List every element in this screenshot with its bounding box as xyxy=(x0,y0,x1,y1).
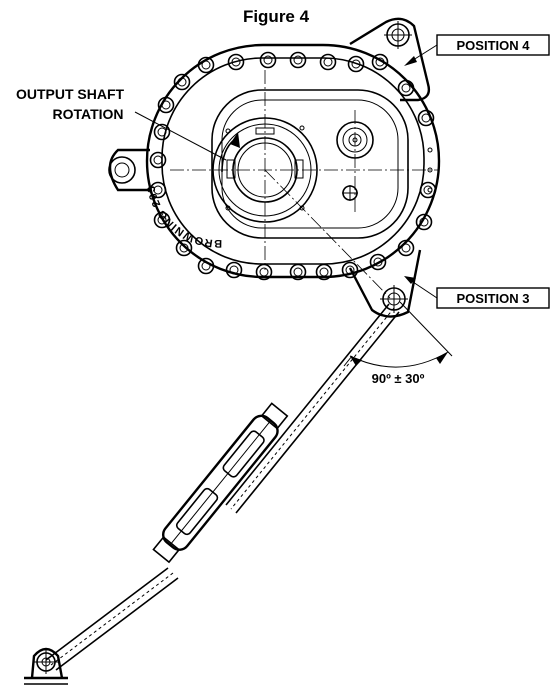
bolt xyxy=(415,213,433,231)
bolt xyxy=(197,56,215,74)
bolt xyxy=(319,53,337,71)
svg-text:BROWNING 203: BROWNING 203 xyxy=(145,184,222,249)
bolt xyxy=(397,79,415,97)
bolt xyxy=(197,257,215,275)
rotation-arrow-icon xyxy=(221,132,240,173)
bolt xyxy=(417,109,435,127)
position-3-label: POSITION 3 xyxy=(457,291,530,306)
bolt xyxy=(149,151,167,169)
position-3-bracket xyxy=(348,249,422,318)
angle-dimension: 90º ± 30º xyxy=(343,301,453,386)
bolt xyxy=(315,263,333,281)
output-shaft-callout: OUTPUT SHAFT ROTATION xyxy=(16,86,227,161)
housing-bolts xyxy=(149,51,437,281)
bolt xyxy=(153,211,171,229)
bolt xyxy=(259,51,277,69)
bolt xyxy=(255,263,273,281)
bolt xyxy=(419,181,437,199)
output-shaft-label-line2: ROTATION xyxy=(52,106,123,122)
bolt xyxy=(341,261,359,279)
bolt xyxy=(289,51,307,69)
bolt xyxy=(289,263,307,281)
figure-title: Figure 4 xyxy=(243,7,310,26)
bolt xyxy=(157,96,175,114)
position-3-callout: POSITION 3 xyxy=(404,276,550,309)
bolt xyxy=(397,239,415,257)
center-lines xyxy=(170,70,438,299)
bolt xyxy=(225,261,243,279)
housing-logo-text: BROWNING 203 xyxy=(145,184,221,249)
position-4-callout: POSITION 4 xyxy=(404,34,550,66)
angle-label: 90º ± 30º xyxy=(372,371,425,386)
output-shaft-label-line1: OUTPUT SHAFT xyxy=(16,86,125,102)
bolt xyxy=(371,53,389,71)
bolt xyxy=(175,239,193,257)
torque-arm-rod xyxy=(45,303,400,671)
bolt xyxy=(347,55,365,73)
position-4-label: POSITION 4 xyxy=(457,38,531,53)
gearbox-housing xyxy=(108,43,441,279)
anchor-clevis xyxy=(24,647,68,685)
bolt xyxy=(227,53,245,71)
bolt xyxy=(369,253,387,271)
bolt xyxy=(149,181,167,199)
bolt xyxy=(153,123,171,141)
bolt xyxy=(173,73,191,91)
turnbuckle xyxy=(152,402,289,564)
housing-logo: BROWNING 203 xyxy=(145,184,222,249)
